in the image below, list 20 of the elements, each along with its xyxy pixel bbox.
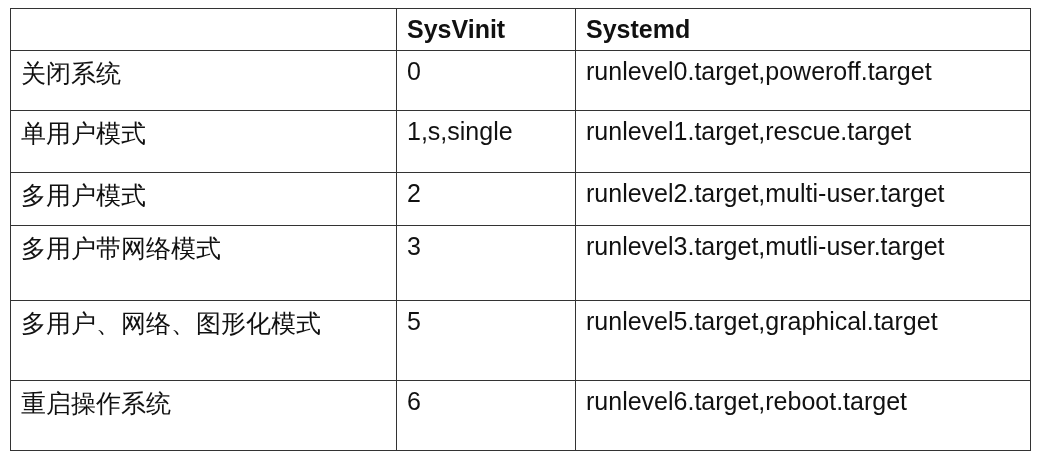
mode-name: 关闭系统 (10, 50, 397, 111)
mode-name: 多用户模式 (10, 172, 397, 226)
mode-name: 多用户带网络模式 (10, 225, 397, 301)
mode-name: 重启操作系统 (10, 380, 397, 451)
column-header: Systemd (575, 8, 1031, 51)
column-header: SysVinit (396, 8, 576, 51)
runlevel-value: 2 (396, 172, 576, 226)
runlevel-value: 3 (396, 225, 576, 301)
runlevel-value: 1,s,single (396, 110, 576, 173)
target-name: runlevel6.target,reboot.target (575, 380, 1031, 451)
target-name: runlevel5.target,graphical.target (575, 300, 1031, 381)
target-name: runlevel2.target,multi-user.target (575, 172, 1031, 226)
mode-name: 多用户、网络、图形化模式 (10, 300, 397, 381)
runlevel-value: 5 (396, 300, 576, 381)
runlevel-value: 0 (396, 50, 576, 111)
target-name: runlevel0.target,poweroff.target (575, 50, 1031, 111)
runlevel-value: 6 (396, 380, 576, 451)
target-name: runlevel1.target,rescue.target (575, 110, 1031, 173)
mode-name: 单用户模式 (10, 110, 397, 173)
target-name: runlevel3.target,mutli-user.target (575, 225, 1031, 301)
